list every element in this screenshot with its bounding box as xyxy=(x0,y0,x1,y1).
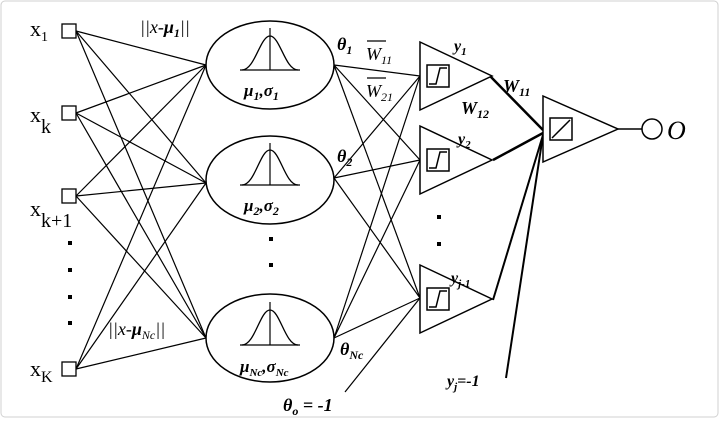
theta-1-label: θ1 xyxy=(337,34,352,57)
w21-bar-label: W21 xyxy=(366,77,393,104)
input-label-xk: xk xyxy=(30,102,51,138)
input-label-xK: xK xyxy=(30,356,53,386)
rbf-param-2: μ2,σ2 xyxy=(243,196,279,218)
theta-2-label: θ2 xyxy=(337,146,352,169)
theta-0-label: θo = -1 xyxy=(283,395,333,418)
output-node-circle xyxy=(641,118,663,140)
input-box-xk xyxy=(61,105,77,121)
w11-bar-label: W11 xyxy=(366,40,392,67)
rbf-node-2: μ2,σ2 xyxy=(205,135,335,225)
ellipsis-dot xyxy=(68,295,72,299)
input-nodes xyxy=(61,23,77,377)
input-box-x1 xyxy=(61,23,77,39)
yj-label: yj=-1 xyxy=(445,373,480,393)
sigmoid-icon xyxy=(429,67,447,85)
gaussian-curve-icon xyxy=(241,149,299,186)
rbf-param-1: μ1,σ1 xyxy=(243,81,279,103)
ellipsis-dot xyxy=(269,237,273,241)
ellipsis-dot xyxy=(269,263,273,267)
hidden-neuron-j-1 xyxy=(419,263,494,335)
output-label: O xyxy=(667,116,686,145)
y1-label: y1 xyxy=(452,38,467,58)
input-label-xk1: xk+1 xyxy=(30,196,72,232)
y2-label: y2 xyxy=(456,131,471,151)
rbf-node-nc: μNc,σNc xyxy=(205,293,335,383)
distance-label-bottom: ||x-μNc|| xyxy=(108,319,165,342)
linear-activation-icon xyxy=(551,119,571,139)
yj-1-label: yj-1 xyxy=(449,270,470,290)
gaussian-curve-icon xyxy=(241,309,299,346)
hidden-neuron-2 xyxy=(419,124,494,196)
input-label-x1: x1 xyxy=(30,16,48,45)
rbf-to-hidden-connections xyxy=(333,64,421,393)
input-to-rbf-connections xyxy=(75,30,207,370)
W12-label: W12 xyxy=(461,98,489,121)
sigmoid-icon xyxy=(429,290,447,308)
rbf-node-1: μ1,σ1 xyxy=(205,20,335,110)
svg-text:W11: W11 xyxy=(366,44,392,67)
sigmoid-icon xyxy=(429,151,447,169)
ellipsis-dot xyxy=(68,321,72,325)
hidden-neuron-1 xyxy=(419,40,494,112)
W11-label: W11 xyxy=(503,76,530,99)
hidden-to-output-connections xyxy=(489,75,544,379)
ellipsis-dot xyxy=(68,241,72,245)
output-neuron xyxy=(542,94,663,164)
ellipsis-dot xyxy=(68,268,72,272)
theta-nc-label: θNc xyxy=(340,339,364,362)
ellipsis-dot xyxy=(437,215,441,219)
ellipsis-dot xyxy=(437,242,441,246)
distance-label-top: ||x-μ1|| xyxy=(140,17,190,40)
rbf-param-nc: μNc,σNc xyxy=(239,357,289,379)
gaussian-curve-icon xyxy=(241,35,299,71)
input-box-xK xyxy=(61,361,77,377)
svg-text:W21: W21 xyxy=(366,81,393,104)
input-box-xk1 xyxy=(61,188,77,204)
